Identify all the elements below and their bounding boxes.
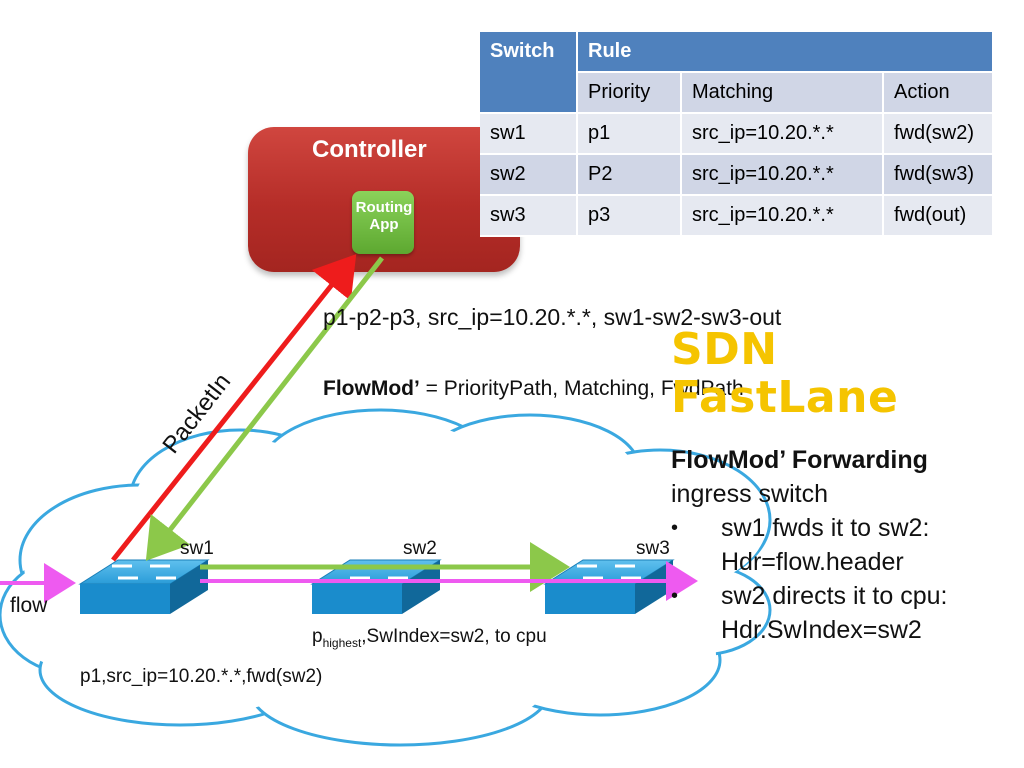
switch-sw3-icon xyxy=(543,559,675,614)
phighest-sub: highest xyxy=(322,635,362,650)
cell-matching: src_ip=10.20.*.* xyxy=(682,196,884,237)
bullet-line2: Hdr=flow.header xyxy=(721,548,904,576)
flowmod-text: = PriorityPath, Matching, FwdPath xyxy=(419,377,744,400)
flowmod-label: FlowMod’ xyxy=(323,377,420,400)
bullet-line1: sw2 directs it to cpu: xyxy=(721,582,948,610)
routing-app-label: Routing App xyxy=(340,199,428,233)
cell-switch: sw3 xyxy=(480,196,578,237)
bullet-item: • sw1 fwds it to sw2: Hdr=flow.header xyxy=(671,511,947,579)
side-intro: ingress switch xyxy=(671,480,828,508)
sdn-fastlane-title: SDN FastLane xyxy=(671,326,898,422)
header-switch: Switch xyxy=(480,32,578,114)
routing-app-box xyxy=(352,191,414,254)
sdn-title-line1: SDN xyxy=(671,324,778,375)
subheader-priority: Priority xyxy=(578,73,682,114)
side-panel: FlowMod’ Forwarding ingress switch • sw1… xyxy=(671,443,947,647)
switch-label-sw3: sw3 xyxy=(636,538,670,559)
phighest-rest: ,SwIndex=sw2, to cpu xyxy=(361,626,547,647)
path-text: p1-p2-p3, src_ip=10.20.*.*, sw1-sw2-sw3-… xyxy=(323,304,782,330)
cell-matching: src_ip=10.20.*.* xyxy=(682,114,884,155)
cell-priority: P2 xyxy=(578,155,682,196)
routing-app-label-line1: Routing xyxy=(355,199,413,216)
packetin-label: PacketIn xyxy=(157,368,236,458)
bullet-item: • sw2 directs it to cpu: Hdr.SwIndex=sw2 xyxy=(671,579,947,647)
side-heading: FlowMod’ Forwarding xyxy=(671,446,928,474)
flow-label: flow xyxy=(10,594,48,617)
routing-app-label-line2: App xyxy=(369,216,399,233)
phighest-p: p xyxy=(312,626,323,647)
cell-switch: sw2 xyxy=(480,155,578,196)
bullet-line1: sw1 fwds it to sw2: xyxy=(721,514,930,542)
header-rule: Rule xyxy=(578,32,994,73)
subheader-matching: Matching xyxy=(682,73,884,114)
rule-table: Switch Rule Priority Matching Action sw1… xyxy=(480,32,994,237)
cell-action: fwd(sw3) xyxy=(884,155,994,196)
table-row: sw3 p3 src_ip=10.20.*.* fwd(out) xyxy=(480,196,994,237)
bullet-line2: Hdr.SwIndex=sw2 xyxy=(721,616,922,644)
switch-label-sw1: sw1 xyxy=(180,538,214,559)
subheader-action: Action xyxy=(884,73,994,114)
switch-sw1-icon xyxy=(78,559,210,614)
bullet-glyph: • xyxy=(671,517,679,539)
table-row: sw1 p1 src_ip=10.20.*.* fwd(sw2) xyxy=(480,114,994,155)
cell-action: fwd(out) xyxy=(884,196,994,237)
packetin-arrow xyxy=(111,254,357,562)
switch-label-sw2: sw2 xyxy=(403,538,437,559)
phighest-label: phighest,SwIndex=sw2, to cpu xyxy=(312,626,547,650)
cell-matching: src_ip=10.20.*.* xyxy=(682,155,884,196)
cell-action: fwd(sw2) xyxy=(884,114,994,155)
cell-priority: p3 xyxy=(578,196,682,237)
p1-rule-label: p1,src_ip=10.20.*.*,fwd(sw2) xyxy=(80,666,323,687)
table-row: sw2 P2 src_ip=10.20.*.* fwd(sw3) xyxy=(480,155,994,196)
cell-switch: sw1 xyxy=(480,114,578,155)
bullet-glyph: • xyxy=(671,585,679,607)
flowmod-line: FlowMod’ = PriorityPath, Matching, FwdPa… xyxy=(323,377,744,401)
cell-priority: p1 xyxy=(578,114,682,155)
flowmod-arrow xyxy=(145,256,384,561)
controller-title: Controller xyxy=(312,136,427,163)
sdn-title-line2: FastLane xyxy=(671,372,899,423)
